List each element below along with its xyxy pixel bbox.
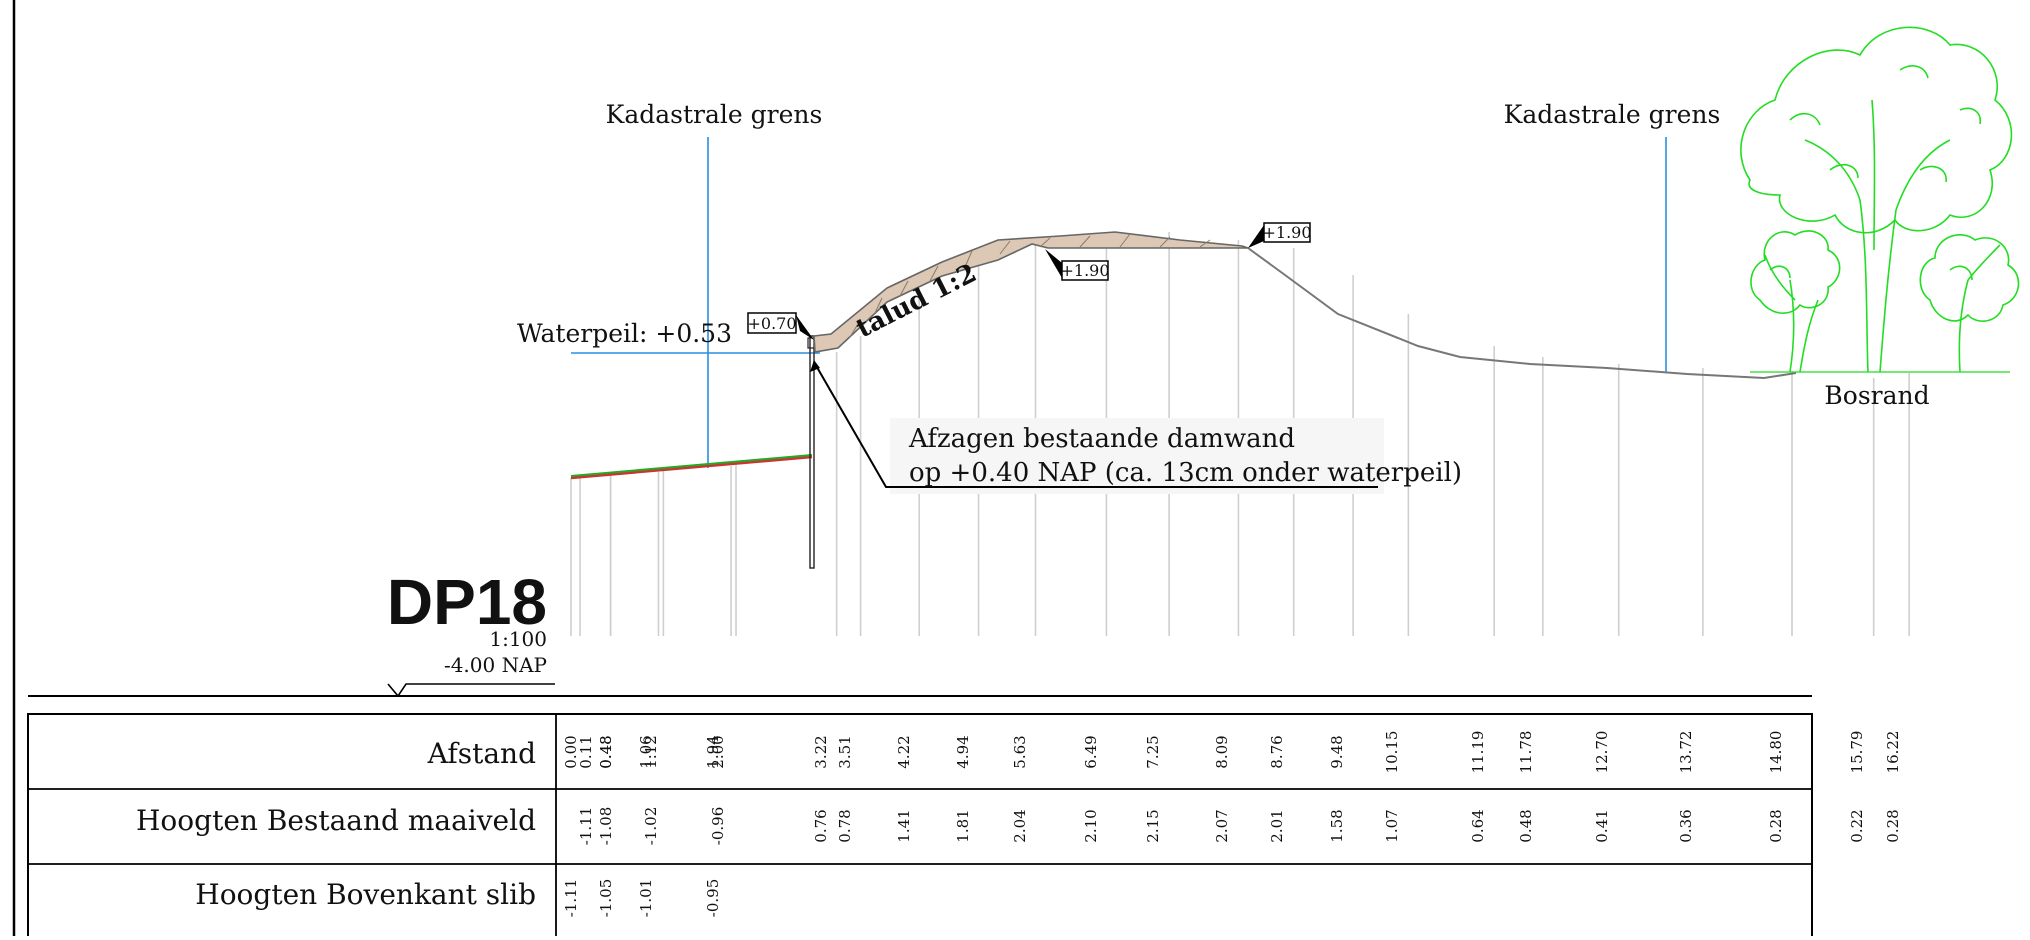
row-label-maaiveld: Hoogten Bestaand maaiveld (136, 804, 536, 837)
afstand-value: 13.72 (1677, 731, 1695, 774)
elev-marker-topright-arrow (1248, 225, 1264, 248)
annotation-box (890, 418, 1384, 494)
waterpeil-label: Waterpeil: +0.53 (517, 319, 732, 348)
kadastrale-label-left: Kadastrale grens (606, 100, 823, 129)
maaiveld-value: -1.08 (597, 807, 615, 845)
maaiveld-value: 0.41 (1593, 809, 1611, 842)
maaiveld-values: -1.11-1.08 -1.02 -0.96 0.76 0.78 1.41 1.81 2.04… (577, 807, 1902, 845)
kadastrale-label-right: Kadastrale grens (1504, 100, 1721, 129)
afstand-value: 1.06 (637, 735, 655, 768)
maaiveld-value: 0.36 (1677, 809, 1695, 842)
maaiveld-value: 1.41 (895, 809, 913, 842)
silt-line (570, 454, 813, 477)
maaiveld-value: 1.58 (1328, 809, 1346, 842)
afstand-value: 0.11 (577, 735, 595, 768)
slib-value: -0.95 (704, 879, 722, 917)
elev-marker-mid-arrow (1045, 249, 1062, 278)
maaiveld-value: 0.48 (1517, 809, 1535, 842)
afstand-value: 7.25 (1144, 735, 1162, 768)
afstand-value: 10.15 (1383, 731, 1401, 774)
afstand-value: 4.22 (895, 735, 913, 768)
afstand-value: 14.80 (1767, 731, 1785, 774)
maaiveld-value: -1.02 (642, 807, 660, 845)
table-frame (27, 713, 1813, 940)
maaiveld-value: 2.15 (1144, 809, 1162, 842)
slib-value: -1.01 (637, 879, 655, 917)
afstand-value: 2.00 (709, 735, 727, 768)
afstand-value: 6.49 (1082, 735, 1100, 768)
maaiveld-value: -1.11 (577, 807, 595, 845)
afstand-value: 15.79 (1848, 731, 1866, 774)
maaiveld-value: 1.81 (954, 809, 972, 842)
afstand-value: 11.19 (1469, 731, 1487, 774)
damwand (809, 335, 815, 569)
maaiveld-value: 0.64 (1469, 809, 1487, 842)
maaiveld-value: -0.96 (709, 807, 727, 845)
dike-hatching (849, 233, 1211, 338)
afstand-value: 8.76 (1268, 735, 1286, 768)
reference-level: -4.00 NAP (444, 653, 547, 677)
annotation-arrow (810, 360, 820, 372)
bosrand-label: Bosrand (1824, 381, 1929, 410)
afstand-value: 5.63 (1011, 735, 1029, 768)
tree-icon (1740, 26, 2020, 373)
afstand-value: 11.78 (1517, 731, 1535, 774)
row-label-afstand: Afstand (427, 737, 536, 770)
annotation-leader (813, 361, 1378, 488)
afstand-value: 12.70 (1593, 731, 1611, 774)
data-table: Afstand Hoogten Bestaand maaiveld Hoogte… (27, 713, 1902, 940)
afstand-value: 3.22 (812, 735, 830, 768)
silt-line-under (570, 455, 813, 480)
elev-marker-left-arrow (796, 315, 814, 340)
elev-marker-topright: +1.90 (1262, 223, 1311, 242)
afstand-value: 0.48 (597, 735, 615, 768)
afstand-value: 3.51 (836, 735, 854, 768)
afstand-value: 1.94 (704, 735, 722, 768)
elev-marker-mid: +1.90 (1060, 261, 1109, 280)
slib-value: -1.05 (597, 879, 615, 917)
elev-marker-left: +0.70 (747, 314, 796, 333)
maaiveld-value: 1.07 (1383, 809, 1401, 842)
afstand-value: 9.48 (1328, 735, 1346, 768)
elev-marker-left-box (747, 312, 797, 334)
afstand-value: 4.94 (954, 735, 972, 768)
afstand-value: 0.48 (597, 735, 615, 768)
level-marker-triangle (387, 683, 555, 698)
annotation-line-1: Afzagen bestaande damwand (908, 424, 1295, 454)
maaiveld-value: 0.22 (1848, 809, 1866, 842)
maaiveld-value: 0.76 (812, 809, 830, 842)
profile-title: DP18 (387, 566, 547, 638)
slib-value: -1.11 (562, 879, 580, 917)
maaiveld-value: 0.28 (1767, 809, 1785, 842)
existing-ground-line (1247, 247, 1797, 380)
afstand-value: 16.22 (1884, 731, 1902, 774)
maaiveld-value: 2.01 (1268, 809, 1286, 842)
maaiveld-value: 0.28 (1884, 809, 1902, 842)
slib-values: -1.11 -1.05 -1.01 -0.95 (562, 879, 722, 917)
row-label-slib: Hoogten Bovenkant slib (195, 878, 536, 911)
annotation-line-2: op +0.40 NAP (ca. 13cm onder waterpeil) (909, 458, 1462, 488)
maaiveld-value: 2.07 (1213, 809, 1231, 842)
afstand-value: 1.12 (642, 735, 660, 768)
afstand-value: 0.00 (562, 735, 580, 768)
afstand-value: 8.09 (1213, 735, 1231, 768)
profile-scale: 1:100 (489, 627, 547, 651)
maaiveld-value: 2.04 (1011, 809, 1029, 842)
maaiveld-value: 2.10 (1082, 809, 1100, 842)
maaiveld-value: 0.78 (836, 809, 854, 842)
